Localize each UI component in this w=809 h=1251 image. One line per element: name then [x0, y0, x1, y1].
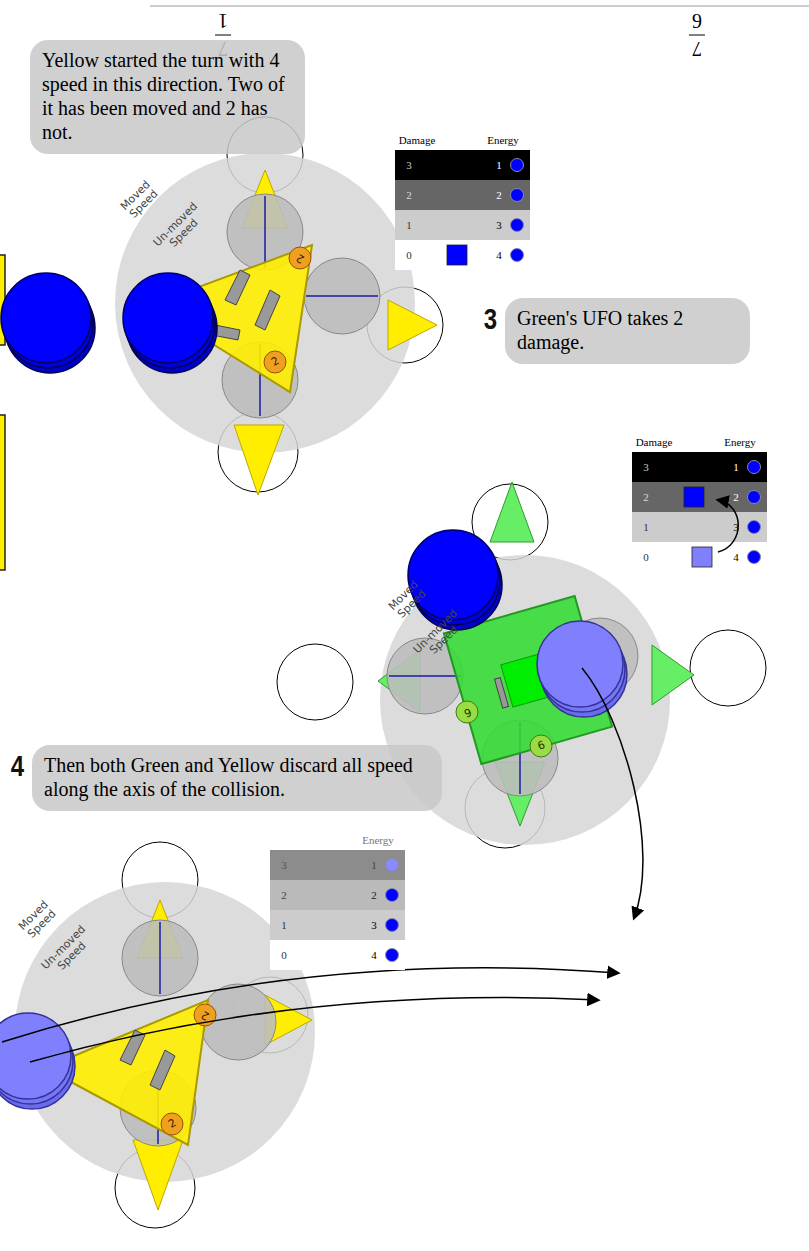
energy-value: 1	[496, 159, 502, 171]
table-row	[395, 150, 530, 180]
energy-value: 1	[371, 859, 377, 871]
damage-value: 2	[406, 189, 412, 201]
callout-number: 3	[484, 302, 497, 336]
energy-value: 3	[733, 521, 739, 533]
damage-tables	[270, 150, 767, 970]
damage-table	[270, 850, 405, 970]
callout-box: 3Green's UFO takes 2 damage.	[505, 298, 750, 364]
energy-value: 2	[733, 491, 739, 503]
damage-value: 1	[643, 521, 649, 533]
callout-number: 4	[11, 749, 24, 783]
damage-marker	[692, 547, 712, 567]
callout-text: Green's UFO takes 2 damage.	[517, 306, 738, 354]
column-header: Damage	[399, 134, 436, 146]
table-row	[395, 180, 530, 210]
column-header: Energy	[362, 834, 394, 846]
damage-value: 3	[406, 159, 412, 171]
table-row	[270, 880, 405, 910]
damage-value: 0	[643, 551, 649, 563]
energy-value: 4	[733, 551, 739, 563]
damage-value: 3	[643, 461, 649, 473]
table-row	[395, 210, 530, 240]
damage-marker	[447, 245, 467, 265]
table-row	[270, 910, 405, 940]
table-row	[270, 940, 405, 970]
energy-dot	[511, 219, 524, 232]
yellow-ufo	[1, 117, 443, 495]
energy-value: 1	[733, 461, 739, 473]
damage-value: 2	[281, 889, 287, 901]
damage-value: 1	[281, 919, 287, 931]
table-row	[270, 850, 405, 880]
damage-marker	[684, 487, 704, 507]
damage-table	[395, 150, 530, 270]
callout-text: Then both Green and Yellow discard all s…	[44, 753, 430, 801]
energy-dot	[511, 189, 524, 202]
damage-value: 0	[281, 949, 287, 961]
energy-dot	[386, 859, 399, 872]
energy-dot	[748, 521, 761, 534]
energy-value: 4	[371, 949, 377, 961]
column-header: Damage	[636, 436, 673, 448]
page-number: 9	[692, 10, 702, 32]
damage-value: 1	[406, 219, 412, 231]
damage-value: 3	[281, 859, 287, 871]
column-header: Energy	[724, 436, 756, 448]
callout-box: Yellow started the turn with 4 speed in …	[30, 40, 305, 154]
page-number: 1	[218, 10, 228, 32]
energy-dot	[511, 159, 524, 172]
edge-bar	[0, 415, 5, 570]
damage-value: 2	[643, 491, 649, 503]
energy-value: 3	[371, 919, 377, 931]
table-row	[395, 240, 530, 270]
energy-value: 4	[496, 249, 502, 261]
energy-dot	[386, 919, 399, 932]
energy-dot	[386, 949, 399, 962]
energy-dot	[386, 889, 399, 902]
energy-value: 3	[496, 219, 502, 231]
damage-table	[632, 452, 767, 572]
table-row	[632, 452, 767, 482]
yellow-ufo	[0, 842, 618, 1228]
callout-text: Yellow started the turn with 4 speed in …	[42, 48, 293, 144]
damage-arrow	[718, 500, 738, 552]
header-rule	[150, 5, 809, 7]
energy-value: 2	[371, 889, 377, 901]
column-header: Energy	[487, 134, 519, 146]
table-row	[632, 542, 767, 572]
energy-dot	[748, 461, 761, 474]
energy-value: 2	[496, 189, 502, 201]
energy-dot	[748, 491, 761, 504]
energy-dot	[511, 249, 524, 262]
damage-value: 0	[406, 249, 412, 261]
callout-box: 4Then both Green and Yellow discard all …	[32, 745, 442, 811]
table-row	[632, 482, 767, 512]
page-number: 7	[692, 38, 702, 60]
table-row	[632, 512, 767, 542]
energy-dot	[748, 551, 761, 564]
